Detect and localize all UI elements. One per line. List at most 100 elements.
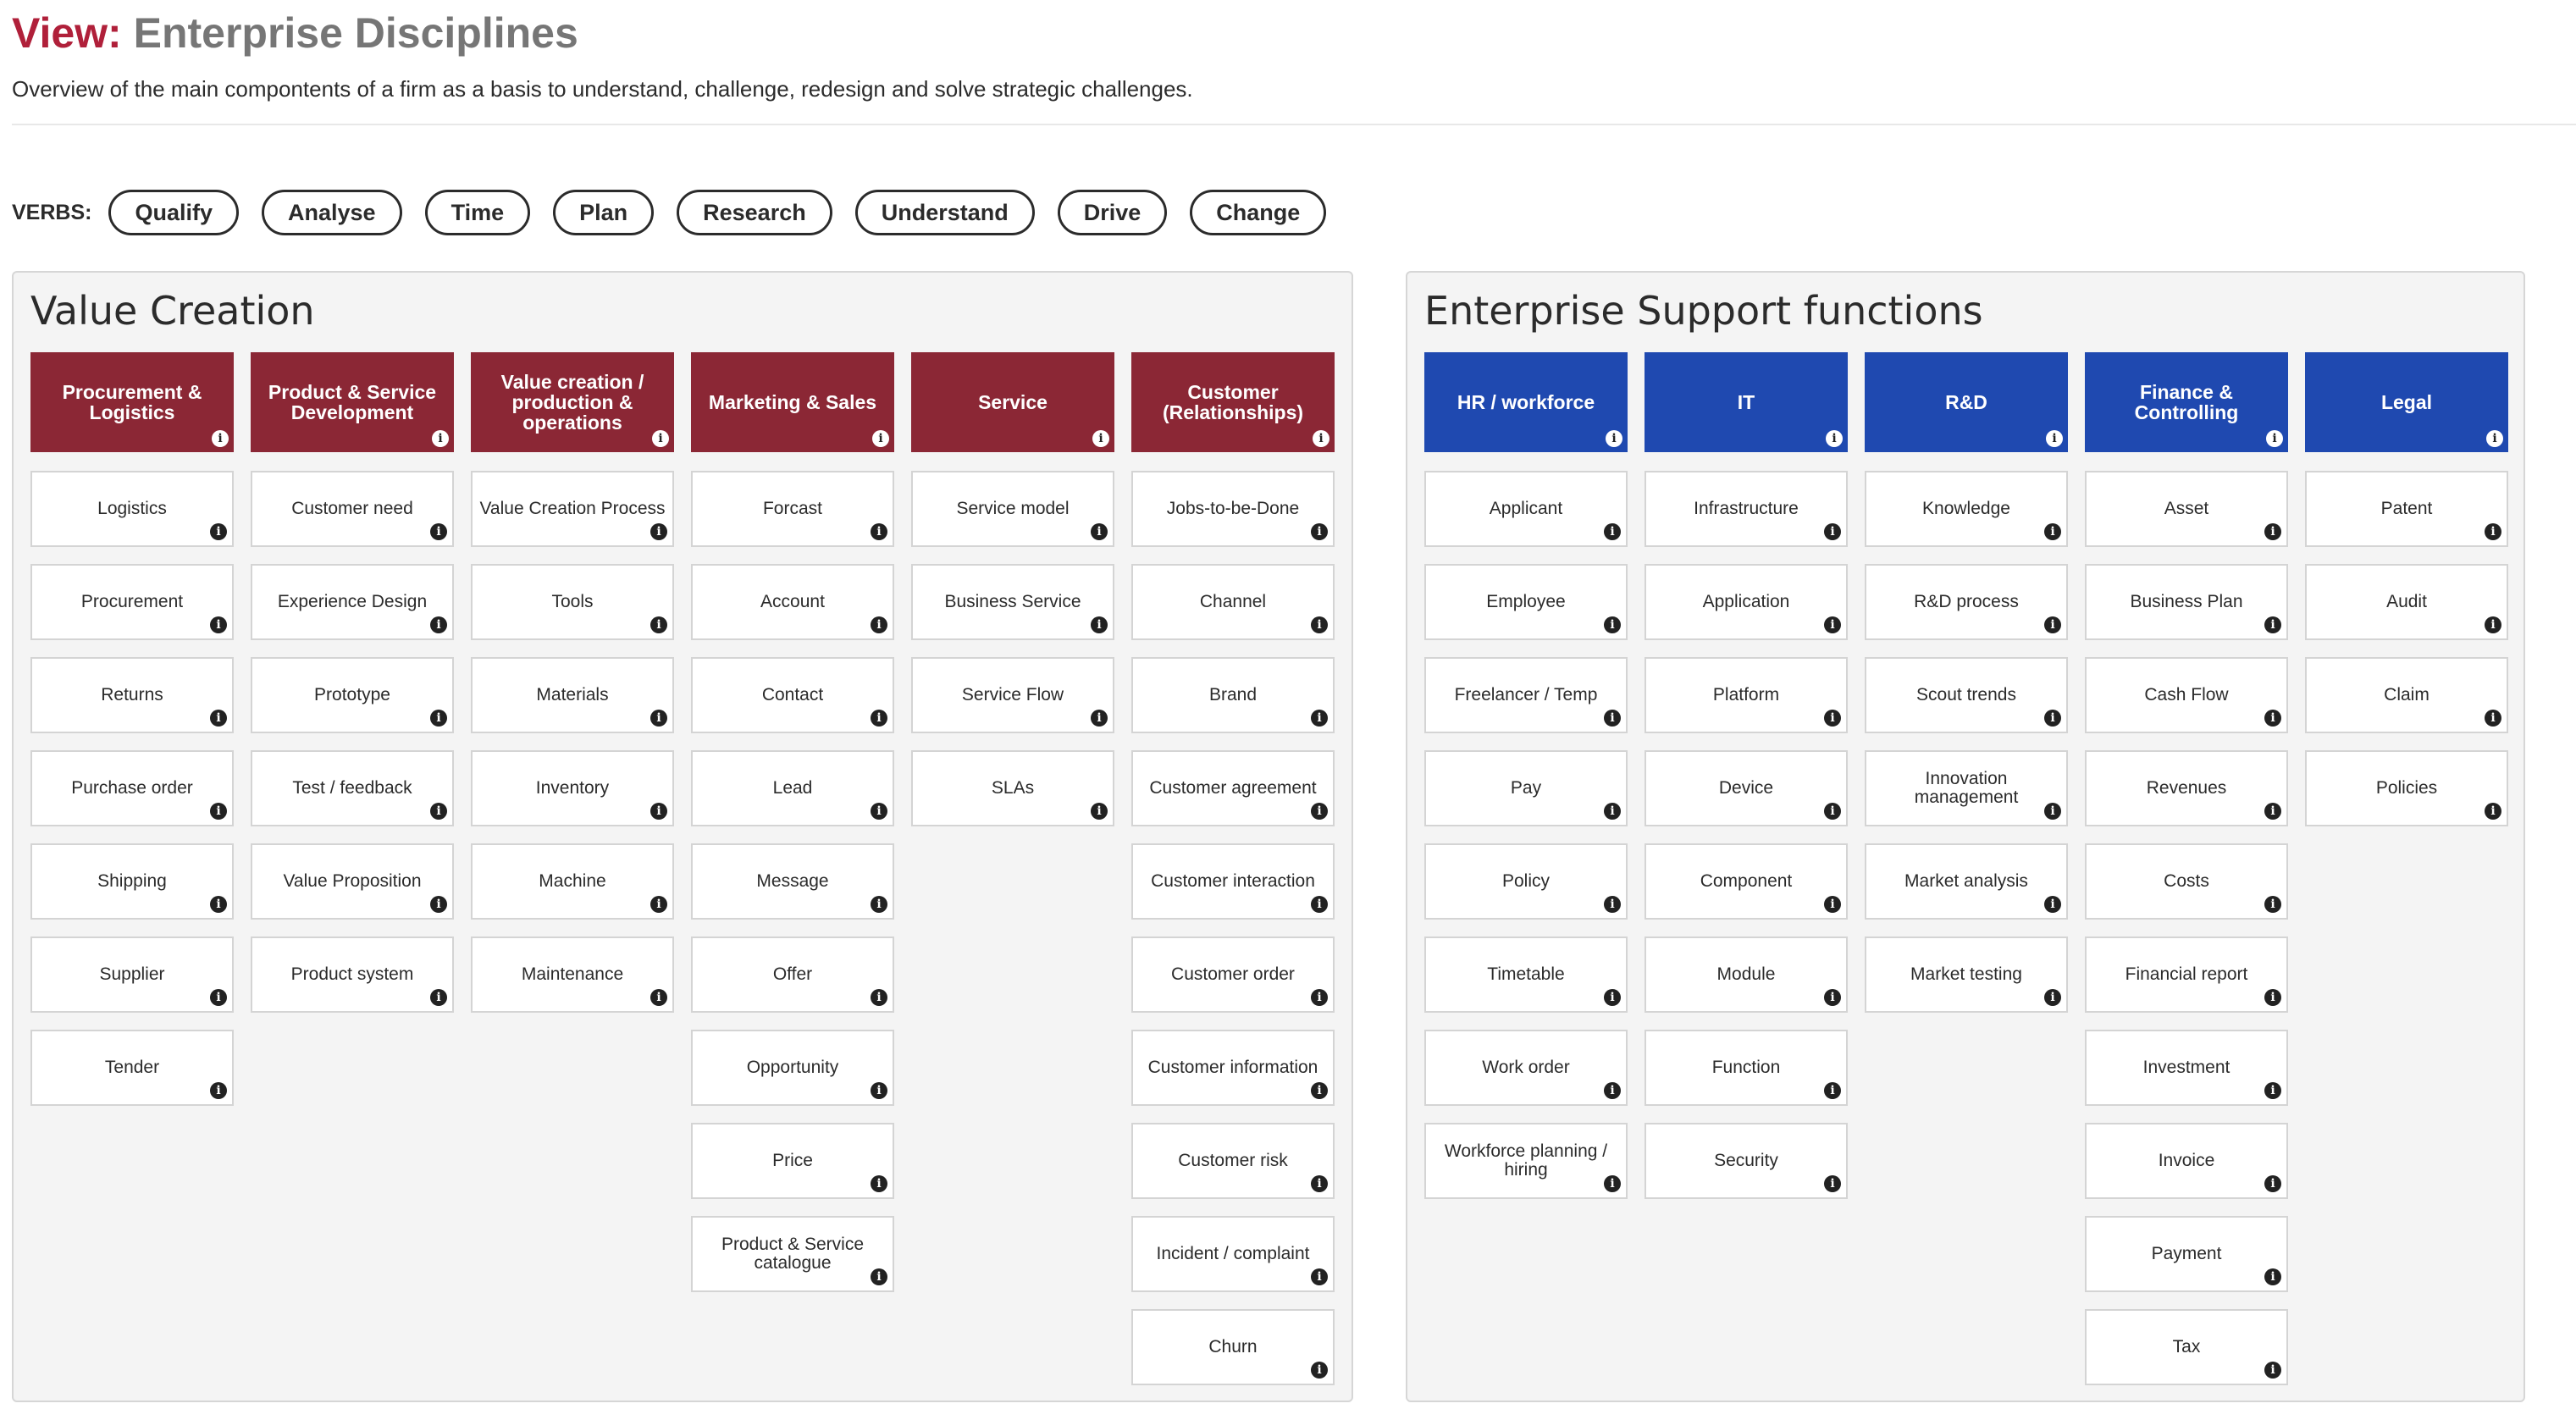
info-icon[interactable]: i <box>1826 430 1843 447</box>
info-icon[interactable]: i <box>2485 803 2501 820</box>
verb-chip-change[interactable]: Change <box>1190 190 1327 235</box>
info-icon[interactable]: i <box>871 989 887 1006</box>
column-header-customer-relationships[interactable]: Customer (Relationships)i <box>1131 352 1335 452</box>
info-icon[interactable]: i <box>430 523 447 540</box>
info-icon[interactable]: i <box>871 1175 887 1192</box>
info-icon[interactable]: i <box>1092 430 1109 447</box>
info-icon[interactable]: i <box>2264 523 2281 540</box>
info-icon[interactable]: i <box>871 1082 887 1099</box>
info-icon[interactable]: i <box>871 896 887 913</box>
info-icon[interactable]: i <box>2264 710 2281 727</box>
info-icon[interactable]: i <box>1311 1082 1328 1099</box>
info-icon[interactable]: i <box>430 616 447 633</box>
info-icon[interactable]: i <box>1824 1175 1841 1192</box>
info-icon[interactable]: i <box>2044 803 2061 820</box>
info-icon[interactable]: i <box>1091 710 1108 727</box>
info-icon[interactable]: i <box>430 803 447 820</box>
info-icon[interactable]: i <box>1091 523 1108 540</box>
verb-chip-drive[interactable]: Drive <box>1057 190 1168 235</box>
info-icon[interactable]: i <box>1091 616 1108 633</box>
info-icon[interactable]: i <box>2044 896 2061 913</box>
info-icon[interactable]: i <box>1311 1362 1328 1379</box>
info-icon[interactable]: i <box>1824 896 1841 913</box>
info-icon[interactable]: i <box>1824 1082 1841 1099</box>
verb-chip-time[interactable]: Time <box>424 190 531 235</box>
info-icon[interactable]: i <box>652 430 669 447</box>
info-icon[interactable]: i <box>2264 803 2281 820</box>
info-icon[interactable]: i <box>1604 616 1621 633</box>
column-header-value-creation-production-and-operations[interactable]: Value creation / production & operations… <box>471 352 674 452</box>
info-icon[interactable]: i <box>2044 710 2061 727</box>
info-icon[interactable]: i <box>871 523 887 540</box>
info-icon[interactable]: i <box>1311 1175 1328 1192</box>
verb-chip-qualify[interactable]: Qualify <box>108 190 239 235</box>
info-icon[interactable]: i <box>1313 430 1329 447</box>
info-icon[interactable]: i <box>2266 430 2283 447</box>
info-icon[interactable]: i <box>212 430 229 447</box>
info-icon[interactable]: i <box>210 616 227 633</box>
info-icon[interactable]: i <box>1311 1268 1328 1285</box>
info-icon[interactable]: i <box>432 430 449 447</box>
info-icon[interactable]: i <box>1311 523 1328 540</box>
info-icon[interactable]: i <box>1824 989 1841 1006</box>
info-icon[interactable]: i <box>1604 989 1621 1006</box>
verb-chip-understand[interactable]: Understand <box>854 190 1035 235</box>
info-icon[interactable]: i <box>1604 1175 1621 1192</box>
info-icon[interactable]: i <box>2264 616 2281 633</box>
info-icon[interactable]: i <box>210 989 227 1006</box>
info-icon[interactable]: i <box>1824 523 1841 540</box>
info-icon[interactable]: i <box>650 523 667 540</box>
info-icon[interactable]: i <box>871 1268 887 1285</box>
info-icon[interactable]: i <box>430 710 447 727</box>
info-icon[interactable]: i <box>2044 616 2061 633</box>
info-icon[interactable]: i <box>872 430 889 447</box>
info-icon[interactable]: i <box>871 616 887 633</box>
info-icon[interactable]: i <box>210 803 227 820</box>
info-icon[interactable]: i <box>430 896 447 913</box>
verb-chip-research[interactable]: Research <box>677 190 832 235</box>
